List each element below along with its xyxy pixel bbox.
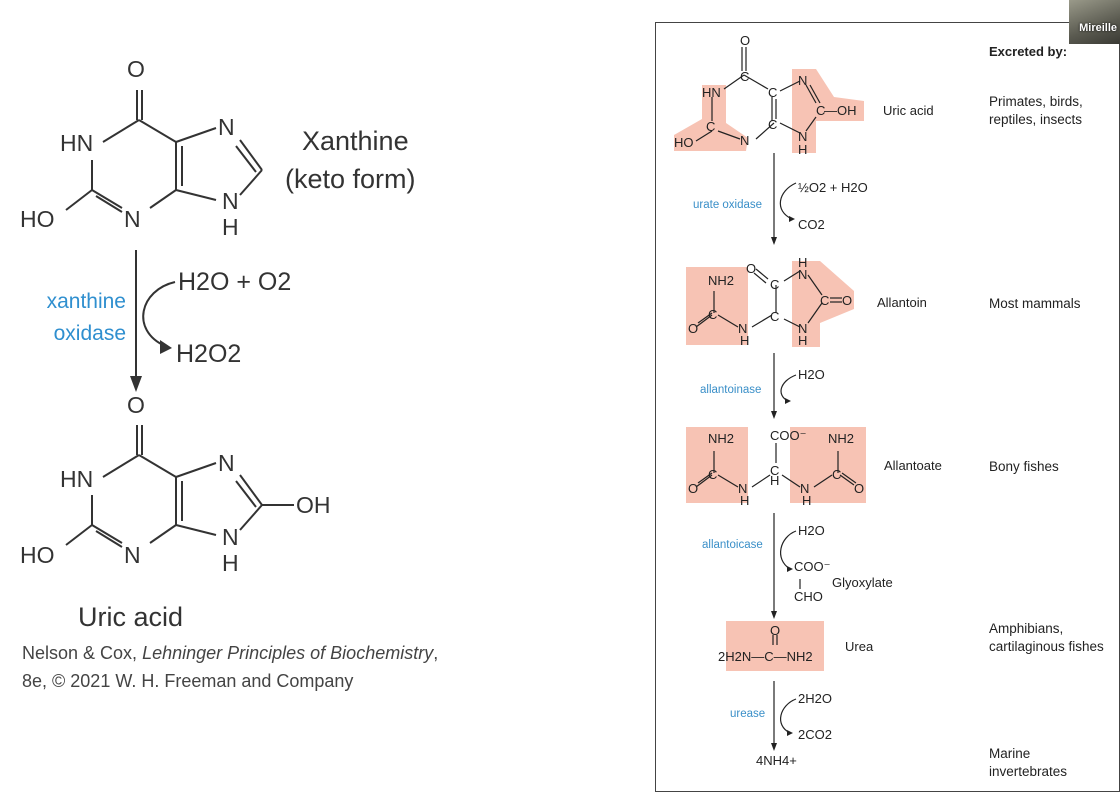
atom-o: O — [127, 56, 145, 82]
atom-hn: HN — [702, 85, 721, 100]
atom-nh2: NH2 — [708, 431, 735, 446]
enzyme-allantoinase: allantoinase — [700, 384, 762, 396]
atom-n: N — [124, 206, 141, 232]
atom-n: N — [738, 481, 748, 496]
citation-line1: Nelson & Cox, Lehninger Principles of Bi… — [22, 643, 439, 663]
atom-h: H — [740, 493, 750, 508]
atom-n: N — [798, 321, 808, 336]
excreted-marine-invertebrates: Marine invertebrates — [989, 746, 1068, 779]
atom-c: C — [708, 307, 718, 322]
atom-coo: COO⁻ — [770, 428, 807, 443]
atom-h: H — [798, 255, 808, 270]
xanthine-label: Xanthine — [302, 126, 409, 156]
atom-nh2: NH2 — [708, 273, 735, 288]
compound-allantoate: Allantoate — [884, 458, 942, 473]
atom-c: C — [768, 117, 778, 132]
step1-reagent-in: ½O2 + H2O — [798, 180, 868, 195]
atom-o: O — [688, 321, 699, 336]
atom-c: C — [740, 69, 750, 84]
atom-c: C — [832, 467, 842, 482]
atom-h: H — [222, 214, 239, 240]
atom-n: N — [798, 129, 808, 144]
step4-reagent-in: 2H2O — [798, 691, 832, 706]
enzyme-allantoicase: allantoicase — [702, 539, 763, 551]
enzyme-line2: oxidase — [53, 322, 126, 345]
webcam-thumbnail[interactable]: Mireille — [1069, 0, 1120, 44]
atom-c: C — [820, 293, 830, 308]
urea-formula: 2H2N—C—NH2 — [718, 649, 813, 664]
atom-hn: HN — [60, 466, 94, 492]
step3-reagent-in: H2O — [798, 523, 825, 538]
atom-h: H — [222, 550, 239, 576]
atom-ho: HO — [20, 542, 55, 568]
atom-o: O — [854, 481, 865, 496]
excreted-most-mammals: Most mammals — [989, 296, 1081, 311]
compound-uric-acid: Uric acid — [883, 103, 934, 118]
excreted-bony-fishes: Bony fishes — [989, 459, 1059, 474]
atom-c: C — [706, 119, 716, 134]
atom-c: C — [768, 85, 778, 100]
glyoxylate-cho: CHO — [794, 589, 823, 604]
atom-n: N — [218, 114, 235, 140]
atom-n: N — [222, 524, 239, 550]
atom-c: C — [708, 467, 718, 482]
enzyme-urate-oxidase: urate oxidase — [693, 199, 763, 211]
glyoxylate-label: Glyoxylate — [832, 575, 893, 590]
atom-o: O — [746, 261, 757, 276]
atom-h: H — [770, 473, 780, 488]
atom-n: N — [800, 481, 810, 496]
atom-n: N — [738, 321, 748, 336]
atom-o: O — [770, 623, 781, 638]
atom-oh: OH — [296, 492, 331, 518]
atom-n: N — [218, 450, 235, 476]
atom-c: C — [816, 103, 826, 118]
left-reaction-panel: O HN N HO N N H Xanthine (keto form) H2O… — [20, 56, 439, 691]
atom-c: C — [770, 309, 780, 324]
uric-acid-label: Uric acid — [78, 602, 184, 632]
atom-o: O — [740, 33, 751, 48]
atom-n: N — [124, 542, 141, 568]
atom-oh: —OH — [824, 103, 857, 118]
atom-c: C — [770, 463, 780, 478]
xanthine-form-label: (keto form) — [285, 164, 416, 194]
step4-product: 2CO2 — [798, 727, 832, 742]
enzyme-urease: urease — [730, 708, 766, 720]
compound-allantoin: Allantoin — [877, 295, 927, 310]
atom-ho: HO — [674, 135, 694, 150]
atom-nh2: NH2 — [828, 431, 855, 446]
step2-reagent-in: H2O — [798, 367, 825, 382]
degradation-pathway-figure: Excreted by: O HN C C C C C N N —OH HO N… — [655, 22, 1120, 792]
excreted-by-header: Excreted by: — [989, 44, 1068, 59]
arrow-head — [130, 376, 142, 392]
reagent-in: H2O + O2 — [178, 268, 292, 296]
atom-o: O — [842, 293, 853, 308]
atom-n: N — [222, 188, 239, 214]
final-product-ammonium: 4NH4+ — [756, 753, 797, 768]
reagent-out: H2O2 — [176, 340, 242, 368]
atom-n: N — [798, 73, 808, 88]
atom-n: N — [798, 267, 808, 282]
pathway-graphics — [674, 47, 866, 751]
enzyme-line1: xanthine — [46, 290, 126, 313]
citation-line2: 8e, © 2021 W. H. Freeman and Company — [22, 671, 354, 691]
atom-c: C — [770, 277, 780, 292]
excreted-amphibians: Amphibians, cartilaginous fishes — [989, 621, 1104, 654]
compound-urea: Urea — [845, 639, 874, 654]
atom-o: O — [127, 392, 145, 418]
highlight-regions — [674, 69, 866, 671]
participant-name: Mireille — [1079, 22, 1117, 34]
step3-product: COO⁻ — [794, 559, 831, 574]
excreted-primates: Primates, birds, reptiles, insects — [989, 94, 1083, 127]
step1-product: CO2 — [798, 217, 825, 232]
atom-h: H — [740, 333, 750, 348]
atom-o: O — [688, 481, 699, 496]
atom-n: N — [740, 133, 750, 148]
atom-h: H — [798, 333, 808, 348]
atom-ho: HO — [20, 206, 55, 232]
atom-h: H — [802, 493, 812, 508]
atom-h: H — [798, 142, 808, 157]
left-structures — [65, 90, 294, 548]
atom-hn: HN — [60, 130, 94, 156]
